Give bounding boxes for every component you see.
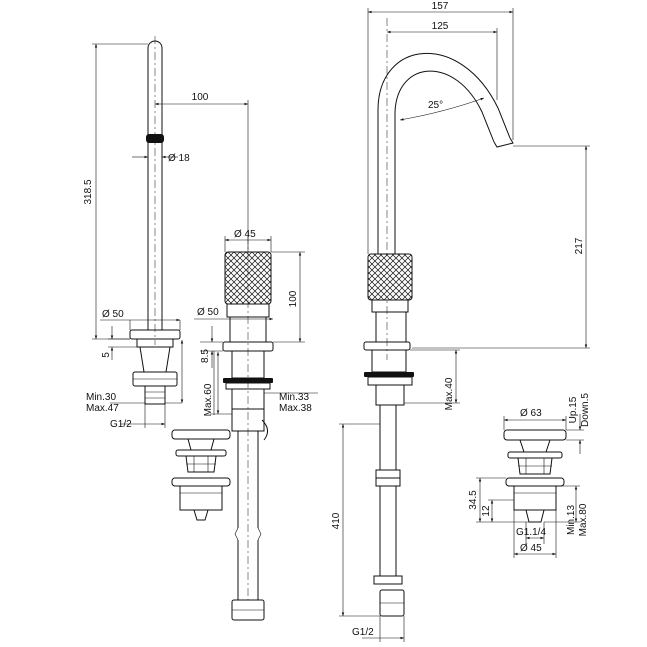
mixer-clip — [261, 419, 268, 441]
right-drain-body — [513, 485, 557, 511]
dim-min-33: Min.33 — [279, 392, 309, 403]
drain-body — [179, 485, 223, 511]
left-dimensions: 318.5 100 Ø 18 Ø 50 5 Min.30 Max.47 G1/2 — [83, 43, 249, 430]
dim-angle-25: 25° — [428, 100, 443, 111]
dim-dia-45-top: Ø 45 — [234, 229, 256, 240]
dim-5: 5 — [101, 352, 112, 358]
right-hose-lower — [379, 486, 397, 576]
right-knurled-handle — [367, 253, 413, 301]
right-dimensions: 157 125 25° 217 Max.40 410 G1/2 — [331, 1, 590, 642]
dim-34-5: 34.5 — [468, 490, 479, 510]
dim-max-40: Max.40 — [444, 377, 455, 410]
left-spout-view — [129, 36, 181, 405]
dim-125: 125 — [432, 21, 449, 32]
gooseneck-outer — [377, 53, 511, 254]
right-lock-nut — [364, 372, 414, 377]
dim-max-47: Max.47 — [86, 403, 119, 414]
dim-dia-50-middle: Ø 50 — [197, 307, 219, 318]
gooseneck-tip — [493, 137, 514, 148]
dim-max-38: Max.38 — [279, 403, 312, 414]
dim-max-80: Max.80 — [578, 503, 589, 536]
right-drain-cap — [503, 429, 567, 441]
dim-min-30: Min.30 — [86, 392, 116, 403]
drain-cap — [171, 429, 231, 440]
dim-dia-63: Ø 63 — [520, 408, 542, 419]
dim-8-5: 8.5 — [200, 349, 211, 363]
spout-shank — [144, 385, 166, 405]
gooseneck-inner — [394, 70, 495, 254]
dim-100-spout-offset: 100 — [192, 92, 209, 103]
dim-318-5: 318.5 — [83, 179, 94, 204]
dim-g1-1-4: G1.1/4 — [516, 527, 546, 538]
dim-g12-bottom: G1/2 — [352, 627, 374, 638]
spout-body — [139, 346, 171, 373]
dim-down-5: Down.5 — [580, 393, 591, 427]
dim-157: 157 — [432, 1, 449, 12]
dim-12: 12 — [481, 505, 492, 517]
dim-217: 217 — [574, 237, 585, 254]
dim-g12-left: G1/2 — [110, 419, 132, 430]
right-hose-upper — [379, 405, 397, 470]
mixer-hose-upper — [237, 431, 259, 528]
dim-max-60: Max.60 — [203, 383, 214, 416]
dim-up-15: Up.15 — [568, 396, 579, 423]
left-pop-up-drain — [171, 429, 231, 521]
middle-mixer-view — [222, 236, 274, 621]
aerator-outlet — [146, 134, 164, 143]
dim-dia-45-bottom: Ø 45 — [520, 543, 542, 554]
middle-dimensions: Ø 45 100 Ø 50 8.5 Max.60 Min.33 Max.38 — [194, 229, 318, 416]
dim-min-13: Min.13 — [566, 505, 577, 535]
drain-dimensions: Ø 63 Up.15 Down.5 34.5 12 Min.13 Max.80 … — [468, 393, 591, 558]
dim-100-handle: 100 — [288, 290, 299, 307]
dim-dia-50-left: Ø 50 — [102, 309, 124, 320]
dim-dia-18: Ø 18 — [168, 153, 190, 164]
right-pop-up-drain — [503, 429, 567, 523]
dim-410: 410 — [331, 512, 342, 529]
mixer-hose-lower — [237, 540, 259, 600]
